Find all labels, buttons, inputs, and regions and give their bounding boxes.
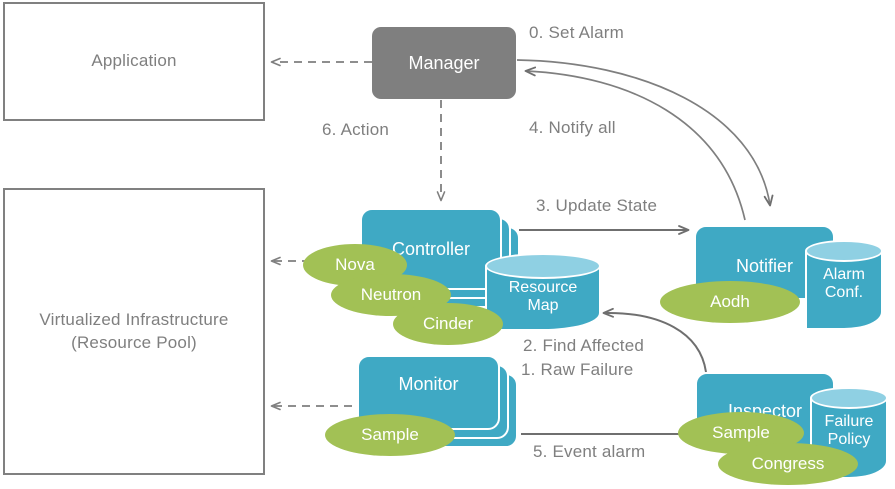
resource-map-cylinder-body (485, 266, 601, 331)
alarm-conf-label-line2: Conf. (824, 284, 864, 302)
alarm-conf-label: Alarm Conf. (805, 266, 883, 303)
project-pill-sample-monitor[interactable]: Sample (325, 414, 455, 456)
resource-map-label-line1: Resource (508, 279, 578, 296)
flow-label-step-3: 2. Find Affected (523, 336, 645, 355)
infrastructure-box[interactable]: Virtualized Infrastructure (Resource Poo… (3, 188, 265, 475)
project-pill-cinder-label: Cinder (422, 314, 474, 333)
project-pill-sample-inspector-label: Sample (712, 423, 770, 442)
flow-label-step-4: 3. Update State (536, 196, 658, 215)
project-pill-nova-label: Nova (335, 255, 375, 274)
monitor-label: Monitor (398, 374, 459, 394)
resource-map-label: Resource Map (485, 279, 601, 316)
flow-label-step-6: 6. Action (322, 120, 390, 139)
project-pill-sample-monitor-label: Sample (361, 425, 419, 444)
project-pill-congress[interactable]: Congress (718, 443, 858, 485)
flow-label-step-2: 1. Raw Failure (521, 360, 634, 379)
infrastructure-label-line1: Virtualized Infrastructure (39, 309, 229, 329)
controller-label: Controller (391, 238, 471, 259)
alarm-conf-label-line1: Alarm (823, 266, 865, 283)
failure-policy-cylinder-top (810, 387, 888, 409)
manager-label: Manager (408, 52, 480, 73)
resource-map-cylinder-top (485, 253, 601, 279)
connector-step-0 (516, 59, 774, 207)
failure-policy-label-line2: Policy (827, 431, 871, 449)
alarm-conf-cylinder[interactable]: Alarm Conf. (805, 240, 883, 330)
application-box[interactable]: Application (3, 2, 265, 121)
manager-box[interactable]: Manager (372, 27, 516, 99)
notifier-label: Notifier (735, 256, 793, 276)
project-pill-neutron-label: Neutron (360, 285, 422, 304)
project-pill-congress-label: Congress (751, 454, 825, 473)
connector-step-5 (524, 66, 746, 221)
project-pill-aodh[interactable]: Aodh (660, 281, 800, 323)
project-pill-aodh-label: Aodh (710, 292, 750, 311)
resource-map-cylinder[interactable]: Resource Map (485, 253, 601, 331)
alarm-conf-cylinder-top (805, 240, 883, 262)
failure-policy-label-line1: Failure (824, 413, 874, 430)
infrastructure-label-line2: (Resource Pool) (71, 332, 197, 352)
connector-step-2-3 (602, 307, 707, 373)
project-pill-cinder[interactable]: Cinder (393, 303, 503, 345)
alarm-conf-cylinder-body (805, 251, 883, 330)
resource-map-label-line2: Map (527, 297, 559, 315)
flow-label-step-5: 4. Notify all (529, 118, 616, 137)
failure-policy-label: Failure Policy (810, 413, 888, 450)
flow-label-step-0: 0. Set Alarm (529, 23, 624, 42)
application-label: Application (91, 51, 177, 71)
flow-label-step-1: 5. Event alarm (533, 442, 646, 461)
